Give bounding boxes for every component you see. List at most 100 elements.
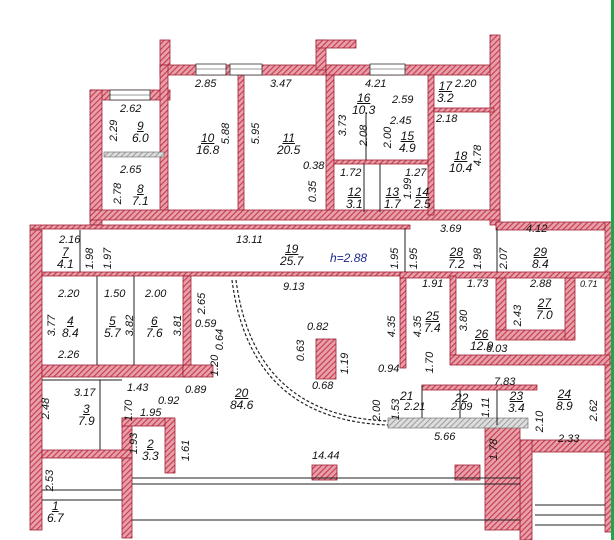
dim-label: 0.89 xyxy=(185,384,207,396)
dim-label: 2.62 xyxy=(120,103,142,115)
dim-label: 2.65 xyxy=(196,292,209,315)
dim-label: 1.95 xyxy=(140,407,162,419)
dim-label: 2.00 xyxy=(145,288,167,300)
dim-label: 2.45 xyxy=(390,115,412,127)
dim-label: 2.65 xyxy=(120,164,142,176)
dim-label: 1.72 xyxy=(340,167,362,179)
dim-label: 3.81 xyxy=(172,314,185,337)
dim-label: 5.66 xyxy=(434,431,456,443)
dim-label: 2.62 xyxy=(588,399,601,422)
dim-label: 1.27 xyxy=(405,167,427,179)
dim-label: 1.70 xyxy=(123,399,136,422)
dim-label: 13.11 xyxy=(236,234,263,246)
dim-label: 0.68 xyxy=(312,380,334,392)
dim-label: 0.63 xyxy=(295,339,308,362)
dim-label: 9.13 xyxy=(283,281,305,293)
dim-label: 4.21 xyxy=(365,78,387,90)
dim-label: 7.83 xyxy=(494,376,516,388)
dim-label: 1.91 xyxy=(422,278,444,290)
dim-label: 2.07 xyxy=(498,247,511,270)
dim-label: 0.38 xyxy=(303,160,325,172)
dim-label: 0.71 xyxy=(580,279,598,289)
dim-label: 2.00 xyxy=(382,126,395,149)
dim-label: 0.35 xyxy=(307,180,320,203)
dim-label: 1.43 xyxy=(127,382,149,394)
room-21: 21 xyxy=(400,389,414,403)
dim-label: 1.20 xyxy=(209,354,222,377)
dim-label: 1.70 xyxy=(424,351,437,374)
dim-label: 3.73 xyxy=(337,114,350,137)
room-22: 22 xyxy=(455,391,469,405)
right-edge-marker xyxy=(611,0,614,540)
dim-label: 2.85 xyxy=(195,78,217,90)
dim-label: 2.00 xyxy=(371,399,384,422)
dim-label: 2.33 xyxy=(558,433,580,445)
dim-label: 0.92 xyxy=(158,395,180,407)
dim-label: 2.16 xyxy=(59,234,81,246)
dim-label: 1.97 xyxy=(102,247,115,270)
dim-label: 14.44 xyxy=(312,450,340,462)
dim-label: 1.19 xyxy=(339,352,352,375)
dim-label: 4.12 xyxy=(526,223,548,235)
dim-label: 2.88 xyxy=(530,278,552,290)
dim-label: 1.53 xyxy=(390,398,403,421)
dim-label: 1.73 xyxy=(467,278,489,290)
dim-label: 1.61 xyxy=(180,439,193,462)
dim-label: 2.59 xyxy=(392,94,414,106)
dim-label: 2.21 xyxy=(404,401,426,413)
dim-label: 2.09 xyxy=(451,401,473,413)
dim-label: 3.77 xyxy=(46,314,59,337)
dim-label: 3.47 xyxy=(270,78,292,90)
dim-label: 4.78 xyxy=(472,144,485,167)
dim-label: 0.82 xyxy=(307,321,329,333)
dim-label: 2.43 xyxy=(512,304,525,327)
dim-label: 2.48 xyxy=(40,397,53,420)
dim-label: 1.98 xyxy=(84,247,97,270)
dim-label: 3.17 xyxy=(74,387,96,399)
dim-label: 6.03 xyxy=(486,343,508,355)
dim-label: 1.95 xyxy=(408,247,421,270)
dim-label: 1.78 xyxy=(488,438,501,461)
dim-label: 1.95 xyxy=(389,247,402,270)
dim-label: 1.99 xyxy=(402,177,415,200)
dim-label: 2.10 xyxy=(534,410,547,433)
dim-label: 2.29 xyxy=(108,119,121,142)
dim-label: 1.98 xyxy=(472,247,485,270)
dim-label: 0.59 xyxy=(195,318,217,330)
dim-label: 5.95 xyxy=(250,122,263,145)
dim-label: 2.20 xyxy=(455,78,477,90)
dim-label: 2.53 xyxy=(44,469,57,492)
ceiling-height-label: h=2.88 xyxy=(330,251,368,265)
dim-label: 3.82 xyxy=(124,314,137,337)
dim-label: 2.20 xyxy=(58,288,80,300)
dim-label: 2.78 xyxy=(112,182,125,205)
dim-label: 5.88 xyxy=(220,122,233,145)
dim-label: 2.26 xyxy=(58,349,80,361)
dim-label: 3.69 xyxy=(440,223,462,235)
